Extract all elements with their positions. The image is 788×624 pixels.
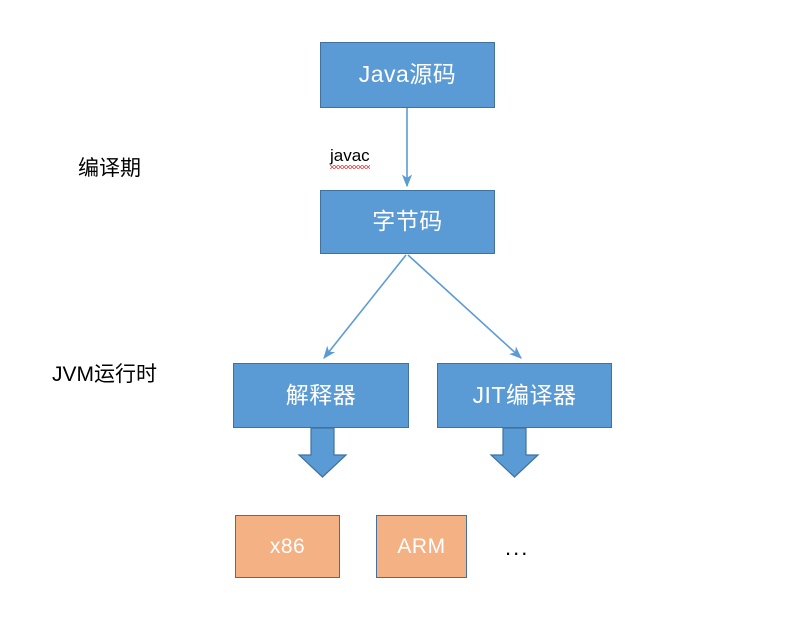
block-arrow-jit-to-hardware <box>489 427 540 478</box>
node-bytecode[interactable]: 字节码 <box>320 190 495 254</box>
edge-label-javac-text: javac <box>330 146 370 169</box>
more-platforms-ellipsis: ... <box>505 535 530 560</box>
stage-label-jvm-runtime: JVM运行时 <box>52 363 157 386</box>
node-jit-compiler[interactable]: JIT编译器 <box>437 363 612 428</box>
connector-bytecode-to-interpreter <box>323 254 407 360</box>
node-x86[interactable]: x86 <box>235 515 340 578</box>
stage-label-compile-time: 编译期 <box>78 157 141 180</box>
block-arrow-interpreter-to-hardware <box>297 427 348 478</box>
node-java-source[interactable]: Java源码 <box>320 42 495 108</box>
node-arm[interactable]: ARM <box>376 515 467 578</box>
connector-bytecode-to-jit <box>407 254 522 359</box>
edge-label-javac: javac <box>330 146 370 169</box>
node-interpreter[interactable]: 解释器 <box>233 363 409 428</box>
